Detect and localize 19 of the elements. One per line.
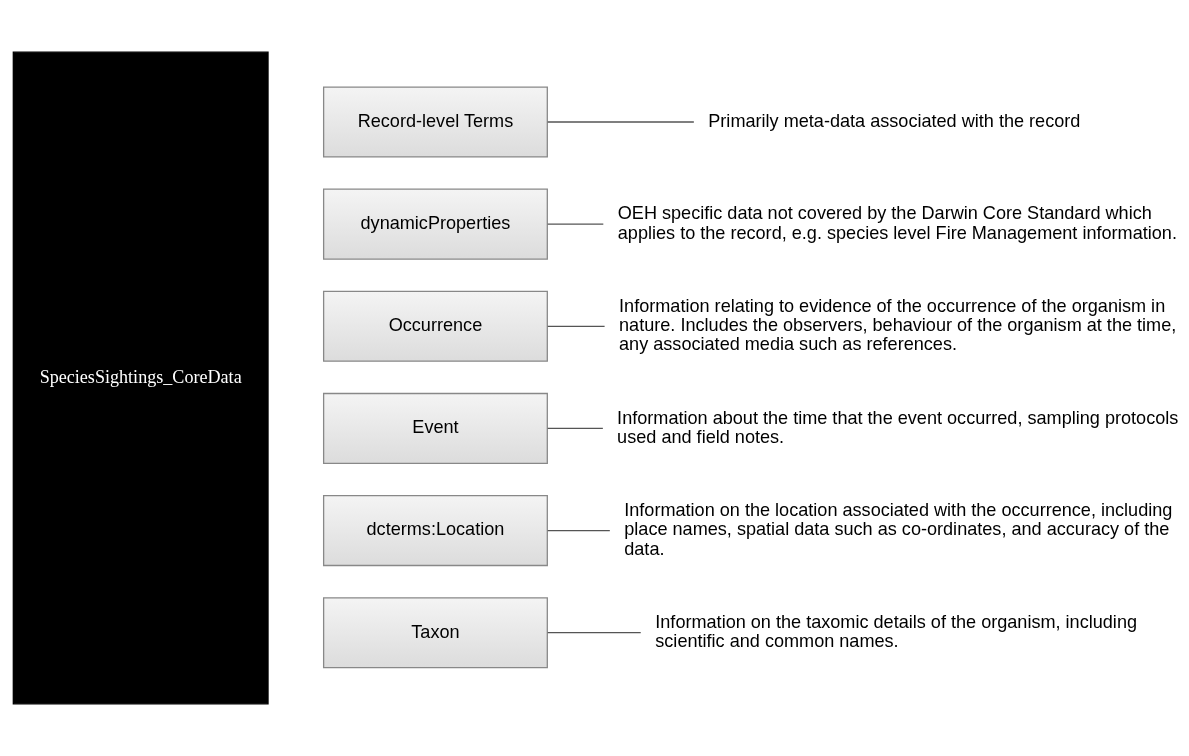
- connector: [547, 427, 604, 430]
- node-box: Record-level Terms: [322, 86, 548, 158]
- node-text: Information relating to evidence of the occurrence of the organism in nature. Includes the observers, behaviour of the organism at the time, any associated media such as references.: [619, 295, 1177, 355]
- node-box: Event: [322, 392, 548, 464]
- connector: [547, 325, 606, 327]
- node-text: Primarily meta-data associated with the record: [708, 110, 1081, 131]
- node-text: Information on the location associated with the occurrence, including place names, spatial data such as co-ordinates, and accuracy of the data.: [624, 499, 1173, 559]
- node-box: dynamicProperties: [322, 188, 548, 260]
- node-text: Information about the time that the event occurred, sampling protocols used and field notes.: [617, 407, 1179, 447]
- node-box: Taxon: [322, 597, 548, 669]
- node-box: dcterms:Location: [322, 495, 548, 567]
- node-text: Information on the taxomic details of the organism, including scientific and common names.: [655, 611, 1138, 652]
- connector: [547, 632, 642, 634]
- node-box: Occurrence: [322, 290, 548, 362]
- node-text: OEH specific data not covered by the Darwin Core Standard which applies to the record, e.g. species level Fire Management information.: [617, 203, 1177, 243]
- connector: [547, 121, 695, 123]
- connector: [547, 529, 611, 532]
- connector: [547, 223, 604, 225]
- node-box: SpeciesSightings_CoreData: [12, 51, 269, 705]
